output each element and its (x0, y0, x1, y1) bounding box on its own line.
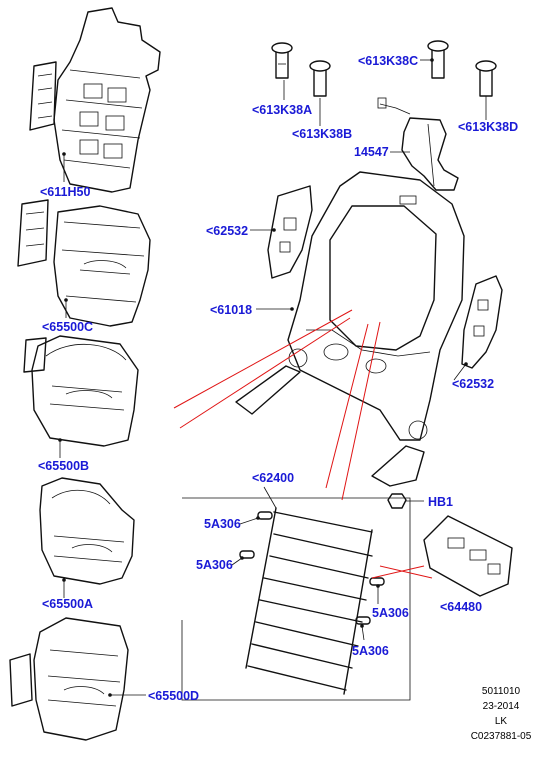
callout-labels: <611H50 <65500C <65500B <65500A <65500D … (38, 54, 518, 703)
part-62532-left-drawing (267, 185, 313, 279)
part-613K38C-drawing (427, 40, 449, 79)
ref-line-1: 5011010 (482, 686, 521, 697)
label-5A306-3: 5A306 (372, 606, 409, 620)
label-62532-left: <62532 (206, 224, 248, 238)
label-65500B: <65500B (38, 459, 89, 473)
label-613K38B: <613K38B (292, 127, 352, 141)
label-5A306-2: 5A306 (196, 558, 233, 572)
label-64480: <64480 (440, 600, 482, 614)
label-61018: <61018 (210, 303, 252, 317)
part-14547-drawing (377, 97, 459, 191)
label-65500A: <65500A (42, 597, 93, 611)
label-65500C: <65500C (42, 320, 93, 334)
part-61018-drawing (235, 171, 465, 487)
ref-line-3: LK (495, 716, 508, 727)
label-HB1: HB1 (428, 495, 453, 509)
label-65500D: <65500D (148, 689, 199, 703)
part-HB1-drawing (387, 493, 424, 509)
part-62400-drawing (181, 497, 411, 701)
label-5A306-4: 5A306 (352, 644, 389, 658)
label-5A306-1: 5A306 (204, 517, 241, 531)
label-613K38C: <613K38C (358, 54, 418, 68)
part-64480-drawing (423, 515, 513, 597)
highlight-lines (173, 309, 433, 579)
leader-lines (59, 59, 487, 696)
label-613K38D: <613K38D (458, 120, 518, 134)
ref-line-4: C0237881-05 (471, 731, 532, 742)
part-62532-right-drawing (461, 275, 503, 369)
part-65500B-drawing (23, 335, 139, 447)
label-611H50: <611H50 (40, 185, 90, 199)
part-65500A-drawing (39, 477, 135, 585)
part-65500C-drawing (17, 199, 151, 327)
label-62400: <62400 (252, 471, 294, 485)
label-14547: 14547 (354, 145, 389, 159)
label-613K38A: <613K38A (252, 103, 312, 117)
part-65500D-drawing (9, 617, 129, 741)
part-5A306-clips-drawing (239, 511, 385, 625)
reference-block: 5011010 23-2014 LK C0237881-05 (471, 686, 532, 742)
leader-dots (58, 58, 468, 697)
part-611H50-drawing (29, 7, 161, 193)
label-62532-right: <62532 (452, 377, 494, 391)
part-613K38D-drawing (475, 60, 497, 97)
part-613K38A-drawing (271, 42, 293, 79)
ref-line-2: 23-2014 (483, 701, 520, 712)
part-613K38B-drawing (309, 60, 331, 97)
